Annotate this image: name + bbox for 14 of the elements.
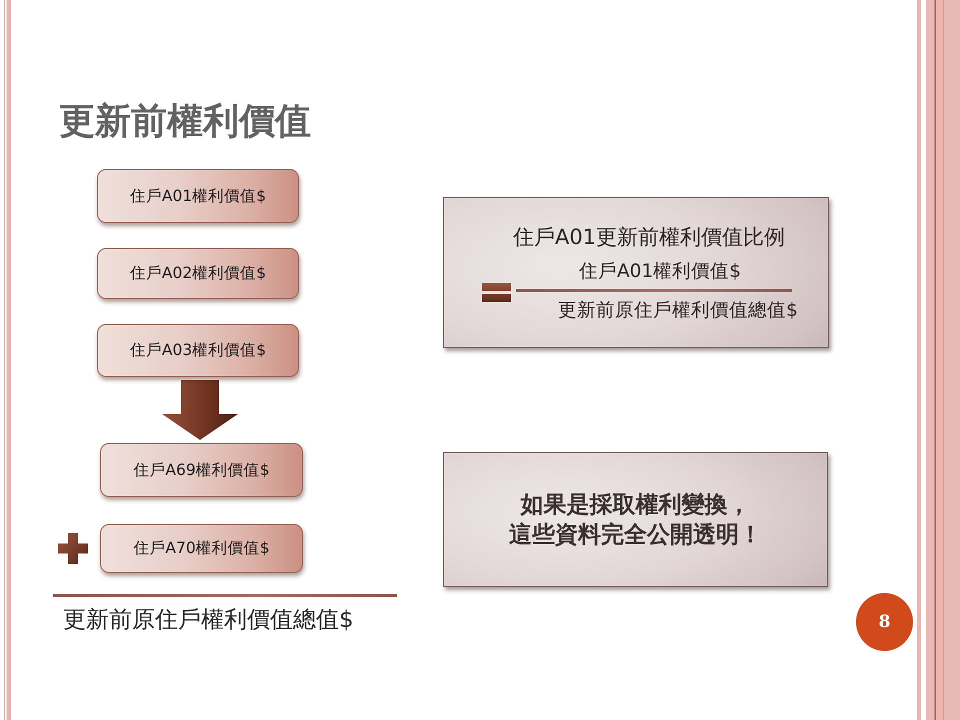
value-box: 住戶A02權利價值$ [97,248,299,299]
total-label: 更新前原住戶權利價值總值$ [63,606,354,635]
value-box: 住戶A69權利價值$ [100,443,303,497]
formula-heading: 住戶A01更新前權利價值比例 [512,225,786,250]
numerator-text: 住戶A01權利價值$ [579,261,741,284]
block-arrow [162,380,238,440]
value-box: 住戶A03權利價值$ [97,324,299,377]
formula-box [443,197,829,348]
slide-title: 更新前權利價值 [59,100,311,144]
value-box: 住戶A01權利價值$ [97,169,299,223]
page-number: 8 [856,593,913,651]
denominator-text: 更新前原住戶權利價值總值$ [558,300,798,322]
note-box: 如果是採取權利變換，這些資料完全公開透明！ [443,452,828,587]
value-box: 住戶A70權利價值$ [100,524,303,573]
